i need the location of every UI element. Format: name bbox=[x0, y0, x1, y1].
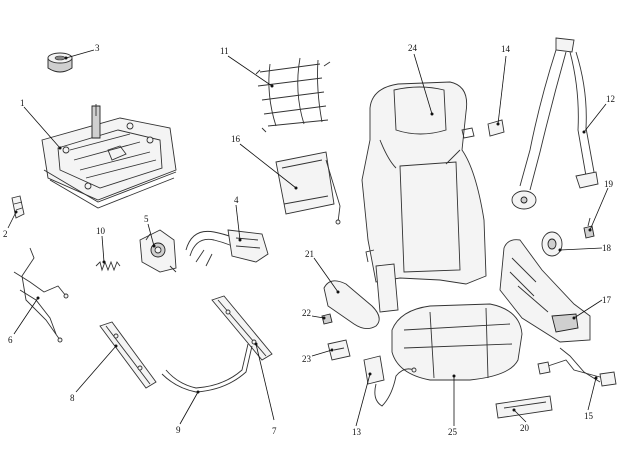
callout-5: 5 bbox=[144, 214, 149, 224]
part-25-seat-cushion bbox=[391, 303, 523, 381]
callout-9: 9 bbox=[176, 425, 181, 435]
callout-19: 19 bbox=[604, 179, 614, 189]
part-23-bracket bbox=[327, 339, 351, 361]
part-24-seat-back bbox=[361, 81, 487, 313]
callout-3: 3 bbox=[95, 43, 100, 53]
part-4-cable-assembly bbox=[185, 229, 269, 267]
callout-2: 2 bbox=[3, 229, 8, 239]
part-11-wire-grid bbox=[255, 57, 331, 133]
part-15-wiring bbox=[537, 347, 617, 387]
callout-22: 22 bbox=[302, 308, 311, 318]
callout-11: 11 bbox=[220, 46, 229, 56]
part-6-wire-rods bbox=[13, 247, 69, 343]
part-16-back-panel bbox=[275, 151, 341, 225]
part-12-seat-belt bbox=[511, 37, 599, 210]
part-3-cap bbox=[47, 52, 73, 73]
callout-18: 18 bbox=[602, 243, 612, 253]
part-19-bolt bbox=[583, 217, 595, 239]
part-8-track-rail bbox=[99, 321, 157, 389]
callout-14: 14 bbox=[501, 44, 511, 54]
callout-23: 23 bbox=[302, 354, 312, 364]
callout-1: 1 bbox=[20, 98, 25, 108]
part-17-side-shield bbox=[499, 239, 591, 343]
callout-21: 21 bbox=[305, 249, 314, 259]
part-9-bar bbox=[161, 343, 253, 393]
callout-labels: 1 2 3 4 5 6 7 8 9 10 11 12 13 14 15 16 1… bbox=[3, 43, 615, 437]
callout-7: 7 bbox=[272, 426, 277, 436]
part-10-spring bbox=[95, 260, 121, 272]
callout-13: 13 bbox=[352, 427, 362, 437]
part-22-screw bbox=[321, 313, 333, 325]
part-7-track-rail bbox=[211, 295, 273, 361]
part-1-seat-frame bbox=[41, 104, 177, 209]
part-18-adjuster bbox=[541, 231, 563, 257]
part-2-bracket bbox=[11, 195, 25, 219]
part-5-recliner bbox=[139, 229, 177, 273]
callout-15: 15 bbox=[584, 411, 594, 421]
callout-25: 25 bbox=[448, 427, 458, 437]
callout-16: 16 bbox=[231, 134, 241, 144]
callout-24: 24 bbox=[408, 43, 418, 53]
leader-lines bbox=[7, 49, 609, 427]
callout-4: 4 bbox=[234, 195, 239, 205]
callout-12: 12 bbox=[606, 94, 615, 104]
callout-6: 6 bbox=[8, 335, 13, 345]
callout-8: 8 bbox=[70, 393, 75, 403]
callout-10: 10 bbox=[96, 226, 106, 236]
part-20-trim-strip bbox=[495, 395, 553, 419]
callout-20: 20 bbox=[520, 423, 530, 433]
callout-17: 17 bbox=[602, 295, 612, 305]
part-14-clip bbox=[487, 119, 505, 137]
